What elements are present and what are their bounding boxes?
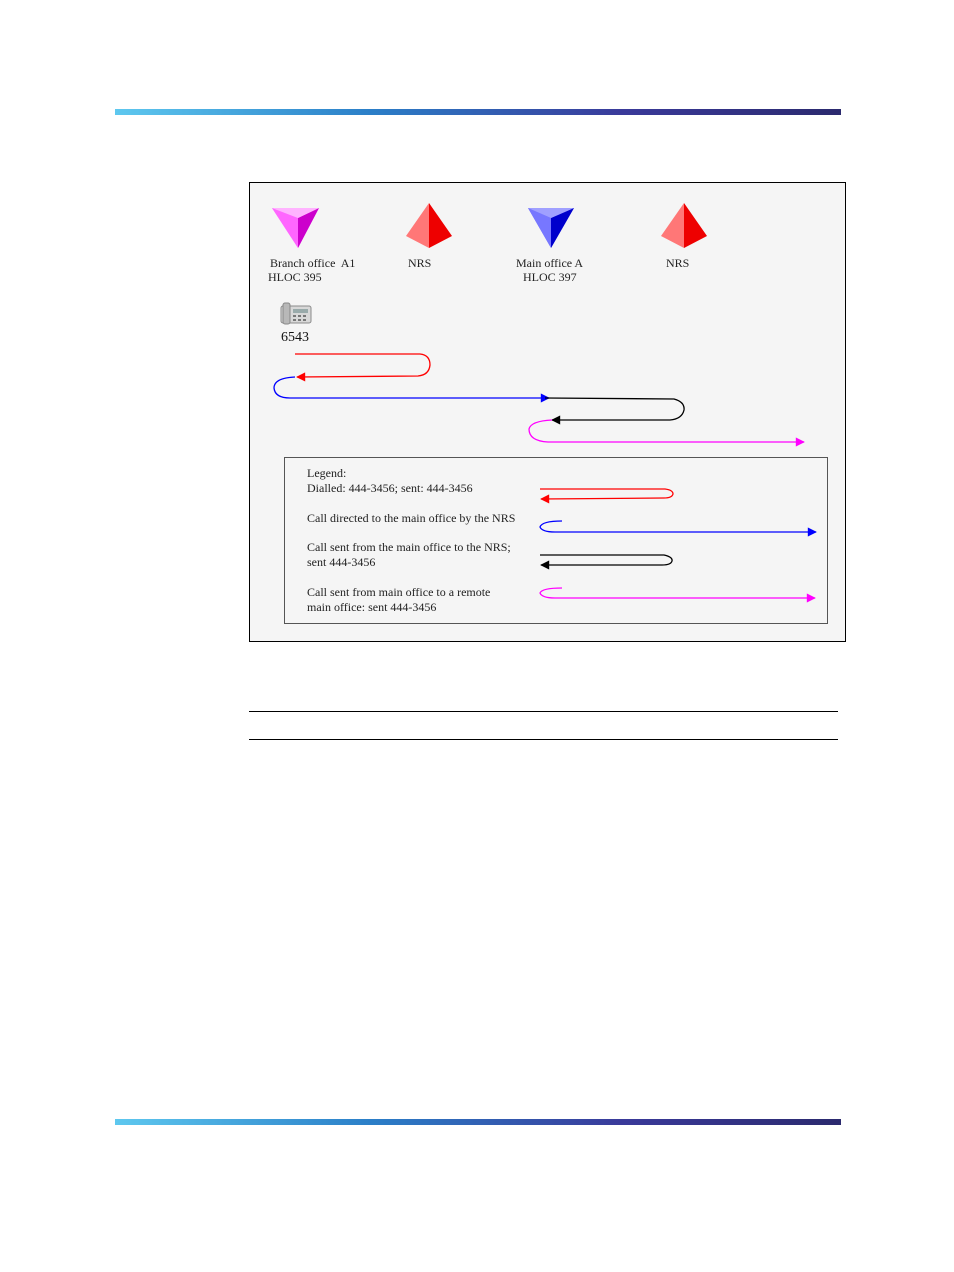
legend-item-directed: Call directed to the main office by the … [307, 511, 516, 525]
nrs-server-icon [661, 203, 707, 248]
branch-office-hloc: HLOC 395 [268, 270, 322, 284]
table-rule-top [249, 711, 838, 712]
branch-office-label: Branch office A1 [270, 256, 356, 270]
main-office-hloc: HLOC 397 [523, 270, 577, 284]
legend-item-to-nrs: Call sent from the main office to the NR… [307, 540, 511, 569]
table-rule-bottom [249, 739, 838, 740]
main-office-label: Main office A [516, 256, 584, 270]
legend-item-dialled: Dialled: 444-3456; sent: 444-3456 [307, 481, 473, 495]
flow-directed-blue [273, 376, 550, 403]
legend-title: Legend: [307, 466, 347, 480]
nrs-server-icon [406, 203, 452, 248]
footer-band [115, 1119, 841, 1125]
nrs-label: NRS [666, 256, 690, 270]
telephone-icon [280, 302, 312, 325]
branch-office-icon [272, 208, 319, 248]
main-office-icon [528, 208, 574, 248]
flow-remote-magenta [528, 419, 805, 447]
phone-number: 6543 [281, 330, 309, 345]
nrs-label: NRS [408, 256, 432, 270]
flow-dialled-red [295, 353, 431, 382]
flow-to-nrs-black [544, 397, 685, 425]
legend-item-remote: Call sent from main office to a remote m… [307, 585, 491, 614]
header-band [115, 109, 841, 115]
